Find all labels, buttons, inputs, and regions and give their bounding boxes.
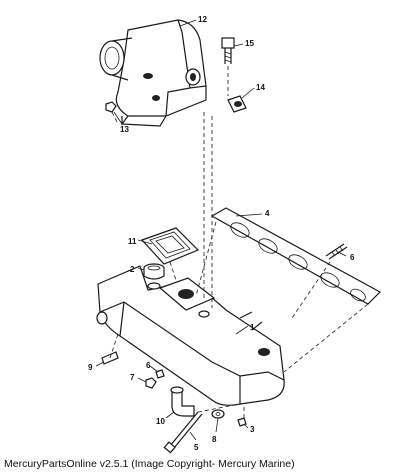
- callout-12: 12: [198, 15, 207, 24]
- washer-part: [211, 409, 225, 419]
- callout-13: 13: [120, 125, 129, 134]
- callout-3: 3: [250, 425, 255, 434]
- exhaust-manifold-part: [96, 265, 285, 406]
- callout-7: 7: [130, 373, 135, 382]
- callout-labels: 12 15 14 13 11 2 4 6 1 9 6 7 10 5 8 3: [88, 15, 355, 452]
- callout-2: 2: [130, 265, 135, 274]
- callout-6-lower: 6: [146, 361, 151, 370]
- callout-5: 5: [194, 443, 199, 452]
- assembly-lines: [109, 66, 369, 418]
- nut-part: [145, 377, 157, 389]
- callout-8: 8: [212, 435, 217, 444]
- leader-lines: [95, 19, 347, 441]
- gasket-part: [140, 227, 200, 265]
- callout-10: 10: [156, 417, 165, 426]
- cap-part: [143, 263, 165, 280]
- elbow-fitting-part: [170, 386, 195, 417]
- callout-9: 9: [88, 363, 93, 372]
- callout-1: 1: [250, 323, 255, 332]
- callout-15: 15: [245, 39, 254, 48]
- long-bolt-part: [163, 411, 203, 454]
- pipe-plug-part: [227, 95, 247, 113]
- small-nut-part: [105, 101, 117, 113]
- manifold-gasket-part: [210, 207, 381, 305]
- callout-11: 11: [128, 237, 137, 246]
- callout-14: 14: [256, 83, 265, 92]
- callout-4: 4: [265, 209, 270, 218]
- exploded-parts-diagram: 12 15 14 13 11 2 4 6 1 9 6 7 10 5 8 3: [88, 15, 381, 454]
- callout-6: 6: [350, 253, 355, 262]
- exhaust-elbow-part: [99, 19, 207, 127]
- image-caption: MercuryPartsOnline v2.5.1 (Image Copyrig…: [4, 458, 295, 470]
- top-bolt-part: [221, 37, 235, 64]
- stud-part: [325, 243, 348, 260]
